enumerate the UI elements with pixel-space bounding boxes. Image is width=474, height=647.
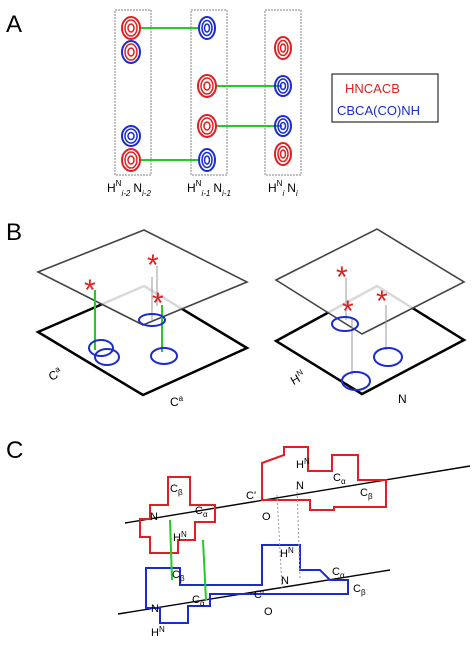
strip-i-1 xyxy=(190,9,228,176)
asterisk-peak: * xyxy=(152,287,164,320)
panel-c-structure: Cβ Cα N HN C' O HN N Cα Cβ Cβ Cα N HN C'… xyxy=(117,446,471,639)
svg-text:O: O xyxy=(262,511,271,523)
left-axis2-label: Ca xyxy=(170,394,184,409)
svg-text:N: N xyxy=(150,511,158,523)
svg-text:Cα: Cα xyxy=(333,472,346,486)
svg-text:HN: HN xyxy=(173,530,187,544)
svg-text:HN: HN xyxy=(151,625,165,639)
svg-text:Cβ: Cβ xyxy=(170,483,183,497)
svg-text:Cβ: Cβ xyxy=(172,569,185,583)
right-axis2-label: N xyxy=(398,392,407,406)
peak-blue xyxy=(274,115,292,137)
panel-b-letter: B xyxy=(6,219,22,246)
peak-red xyxy=(197,74,217,98)
svg-text:C': C' xyxy=(254,589,264,601)
peak-red xyxy=(274,36,292,60)
panel-c-letter: C xyxy=(6,437,23,464)
svg-text:C': C' xyxy=(246,490,256,502)
asterisk-peak: * xyxy=(342,295,354,328)
svg-text:HNi-2Ni-2: HNi-2Ni-2 xyxy=(107,179,151,198)
asterisk-peak: * xyxy=(336,261,348,294)
peak-blue xyxy=(121,125,141,147)
svg-text:Cβ: Cβ xyxy=(360,487,373,501)
panel-a-connectors xyxy=(140,27,282,161)
svg-text:N: N xyxy=(151,603,159,615)
svg-text:Cα: Cα xyxy=(332,566,345,580)
peak-red xyxy=(121,148,141,172)
peak-blue xyxy=(198,16,216,40)
asterisk-peak: * xyxy=(147,249,159,282)
strip-i xyxy=(264,9,302,176)
svg-text:N: N xyxy=(281,575,289,587)
svg-text:HNi-1Ni-1: HNi-1Ni-1 xyxy=(187,179,231,198)
peak-red xyxy=(197,114,217,138)
panel-a-peaks xyxy=(121,16,292,172)
svg-text:Cβ: Cβ xyxy=(353,583,366,597)
svg-text:HN: HN xyxy=(296,457,310,471)
svg-text:O: O xyxy=(264,606,273,618)
asterisk-peak: * xyxy=(376,285,388,318)
legend: HNCACB CBCA(CO)NH xyxy=(331,73,439,123)
peak-red xyxy=(121,16,141,40)
panel-b-left-spectrum: * * * Ca Ca xyxy=(35,229,250,409)
strip-i-2 xyxy=(114,9,152,176)
svg-text:Cα: Cα xyxy=(192,594,205,608)
panel-a-letter: A xyxy=(6,11,22,38)
right-axis1-label: HN xyxy=(288,367,308,387)
peak-red xyxy=(274,142,292,166)
legend-cbcaconh: CBCA(CO)NH xyxy=(337,103,420,118)
peak-blue xyxy=(198,148,216,172)
panel-b-right-spectrum: * * * HN N xyxy=(273,228,467,406)
peak-blue xyxy=(274,75,292,97)
svg-text:N: N xyxy=(296,480,304,492)
left-axis1-label: Ca xyxy=(46,364,65,384)
peak-red-blue xyxy=(121,40,141,64)
asterisk-peak: * xyxy=(84,274,96,307)
svg-text:HN: HN xyxy=(280,546,294,560)
legend-hncacb: HNCACB xyxy=(345,81,400,96)
svg-text:Cα: Cα xyxy=(195,505,208,519)
